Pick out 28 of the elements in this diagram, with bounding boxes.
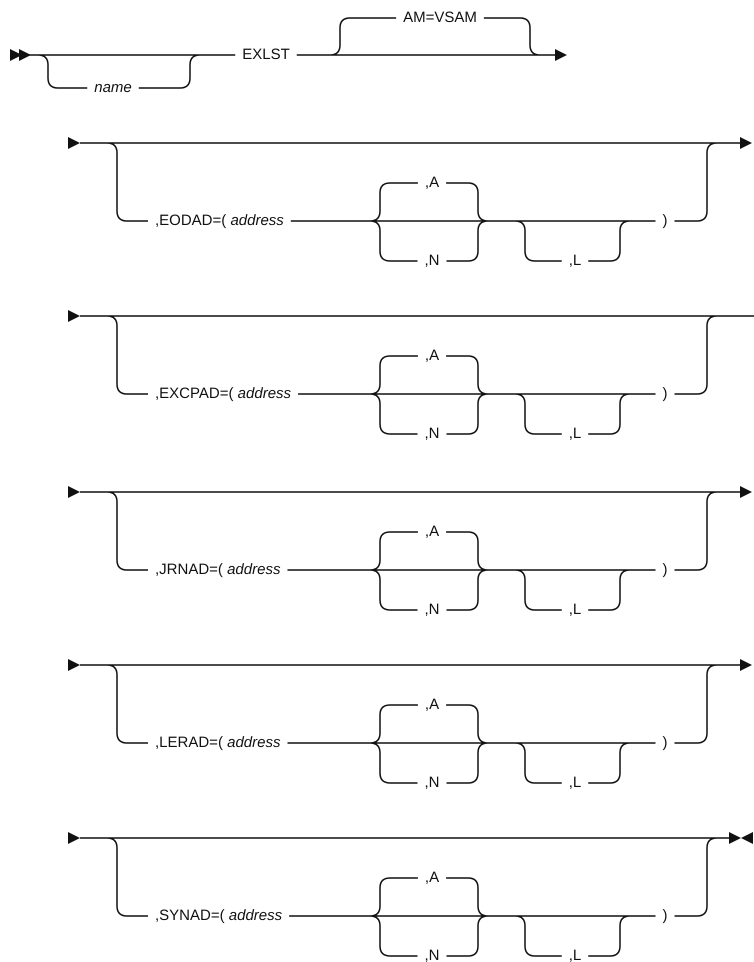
syntax-keyword: ) — [662, 385, 668, 403]
placeholder-text: name — [94, 79, 132, 97]
syntax-keyword: ,LERAD=( address — [155, 734, 280, 752]
syntax-keyword: ) — [662, 212, 668, 230]
syntax-keyword: ) — [662, 561, 668, 579]
syntax-keyword: EXLST — [242, 46, 290, 64]
syntax-keyword: ,JRNAD=( address — [155, 561, 280, 579]
syntax-keyword: ,N — [424, 425, 440, 443]
syntax-keyword: ,A — [424, 869, 440, 887]
syntax-keyword: ,N — [424, 252, 440, 270]
syntax-keyword: ,N — [424, 774, 440, 792]
syntax-keyword: ,N — [424, 601, 440, 619]
syntax-keyword: AM=VSAM — [403, 9, 477, 27]
syntax-keyword: ,EXCPAD=( address — [155, 385, 292, 403]
syntax-keyword: ,L — [568, 425, 582, 443]
syntax-keyword: ,A — [424, 696, 440, 714]
syntax-keyword: ,A — [424, 523, 440, 541]
syntax-keyword: ,A — [424, 347, 440, 365]
syntax-keyword: ,L — [568, 601, 582, 619]
syntax-keyword: ,L — [568, 774, 582, 792]
syntax-keyword: ) — [662, 734, 668, 752]
syntax-keyword: ,EODAD=( address — [155, 212, 284, 230]
syntax-keyword: ,A — [424, 174, 440, 192]
syntax-keyword: ,L — [568, 252, 582, 270]
syntax-keyword: ,N — [424, 947, 440, 962]
syntax-keyword: ,L — [568, 947, 582, 962]
syntax-keyword: ,SYNAD=( address — [155, 907, 282, 925]
syntax-keyword: ) — [662, 907, 668, 925]
